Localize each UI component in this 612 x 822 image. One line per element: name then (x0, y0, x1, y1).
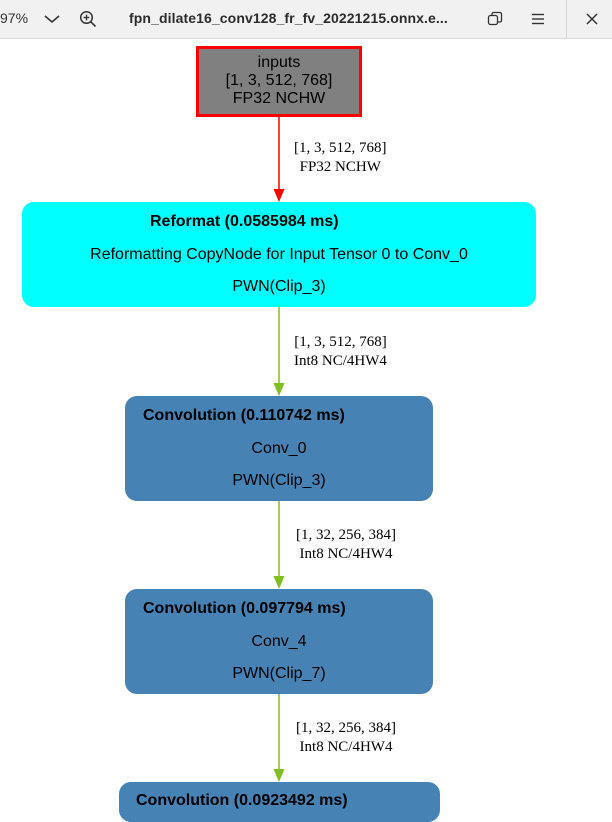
convolution-node-conv4[interactable]: Convolution (0.097794 ms) Conv_4 PWN(Cli… (125, 589, 433, 694)
node-title: Reformat (0.0585984 ms) (150, 213, 339, 230)
edge-label-conv0-to-conv4: [1, 32, 256, 384] Int8 NC/4HW4 (296, 526, 396, 564)
input-node-format: FP32 NCHW (232, 90, 326, 107)
node-pwn: PWN(Clip_7) (232, 665, 326, 682)
input-node[interactable]: inputs [1, 3, 512, 768] FP32 NCHW (196, 46, 362, 117)
edge-shape: [1, 32, 256, 384] (296, 720, 396, 736)
toolbar: 97% fpn_dilate16_conv128_fr_fv_20221215.… (0, 0, 612, 39)
convolution-node-conv0[interactable]: Convolution (0.110742 ms) Conv_0 PWN(Cli… (125, 396, 433, 501)
input-node-shape: [1, 3, 512, 768] (225, 72, 333, 89)
node-layer-name: Conv_4 (251, 633, 307, 650)
edge-conv4-to-next (273, 694, 285, 782)
chevron-down-icon[interactable] (37, 4, 67, 34)
node-title: Convolution (0.110742 ms) (143, 407, 345, 424)
edge-format: Int8 NC/4HW4 (299, 739, 393, 755)
convolution-node-next[interactable]: Convolution (0.0923492 ms) (119, 782, 440, 822)
edge-format: Int8 NC/4HW4 (294, 353, 387, 369)
zoom-level[interactable]: 97% (0, 10, 29, 26)
edge-conv0-to-conv4 (273, 501, 285, 589)
edge-reformat-to-conv0 (273, 307, 285, 396)
node-description: Reformatting CopyNode for Input Tensor 0… (90, 246, 468, 263)
hamburger-menu-icon[interactable] (523, 4, 553, 34)
input-node-name: inputs (257, 54, 301, 71)
node-pwn: PWN(Clip_3) (232, 472, 326, 489)
edge-label-inputs-to-reformat: [1, 3, 512, 768] FP32 NCHW (294, 139, 387, 177)
edge-shape: [1, 3, 512, 768] (294, 140, 387, 156)
edge-label-reformat-to-conv0: [1, 3, 512, 768] Int8 NC/4HW4 (294, 333, 387, 371)
edge-shape: [1, 32, 256, 384] (296, 527, 396, 543)
document-title: fpn_dilate16_conv128_fr_fv_20221215.onnx… (129, 10, 448, 26)
edge-arrowhead (273, 189, 285, 202)
node-pwn: PWN(Clip_3) (232, 278, 326, 295)
edge-arrowhead (273, 383, 285, 396)
toolbar-separator (566, 0, 567, 38)
graph-edges (273, 117, 285, 782)
restore-window-icon[interactable] (480, 4, 510, 34)
close-icon[interactable] (577, 4, 607, 34)
edge-label-conv4-to-next: [1, 32, 256, 384] Int8 NC/4HW4 (296, 719, 396, 757)
edge-format: Int8 NC/4HW4 (299, 546, 393, 562)
node-layer-name: Conv_0 (251, 440, 307, 457)
reformat-node[interactable]: Reformat (0.0585984 ms) Reformatting Cop… (22, 202, 536, 307)
edge-shape: [1, 3, 512, 768] (294, 334, 387, 350)
zoom-in-icon[interactable] (73, 4, 103, 34)
edge-inputs-to-reformat (273, 117, 285, 202)
edge-arrowhead (273, 769, 285, 782)
edge-arrowhead (273, 576, 285, 589)
edge-format: FP32 NCHW (299, 159, 381, 175)
node-title: Convolution (0.0923492 ms) (136, 792, 348, 809)
node-title: Convolution (0.097794 ms) (143, 600, 346, 617)
